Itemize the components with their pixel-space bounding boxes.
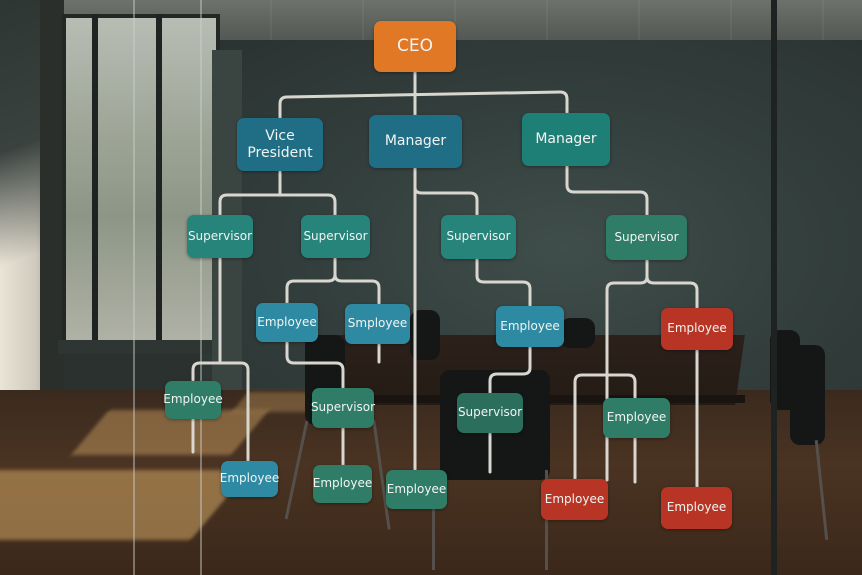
org-node-vice-president: Vice President	[237, 118, 323, 171]
org-node-label: Employee	[386, 481, 447, 496]
org-node-employee: Employee	[541, 479, 608, 520]
org-node-label: Employee	[544, 491, 605, 506]
org-node-label: Supervisor	[303, 228, 368, 243]
org-node-label: Manager	[535, 131, 597, 148]
org-node-supervisor: Supervisor	[187, 215, 253, 258]
org-node-supervisor: Supervisor	[606, 215, 687, 260]
org-node-ceo: CEO	[374, 21, 456, 72]
org-node-supervisor: Supervisor	[310, 388, 376, 428]
window-mullion	[92, 14, 98, 348]
org-node-employee: Smployee	[345, 304, 410, 344]
org-node-manager: Manager	[522, 113, 610, 166]
org-node-label: President	[247, 144, 313, 161]
org-node-supervisor: Supervisor	[441, 215, 516, 259]
org-node-label: Manager	[384, 133, 447, 150]
org-node-label: Supervisor	[446, 229, 511, 244]
org-node-supervisor: Supervisor	[457, 393, 523, 433]
org-node-label: Supervisor	[187, 228, 253, 243]
chair	[790, 345, 825, 445]
org-node-label: Employee	[163, 392, 223, 407]
org-node-label: Employee	[257, 314, 317, 329]
pillar	[40, 0, 64, 440]
glass-door-frame	[771, 0, 777, 575]
org-node-label: Employee	[667, 321, 727, 336]
org-node-label: Supervisor	[614, 229, 679, 244]
org-node-employee: Employee	[163, 381, 223, 419]
org-node-supervisor: Supervisor	[301, 215, 370, 258]
chair	[560, 318, 595, 348]
org-node-employee: Employee	[661, 487, 732, 529]
org-node-employee: Employee	[603, 398, 670, 438]
ceiling-tiles	[180, 0, 862, 40]
org-node-employee: Employee	[313, 465, 372, 503]
org-node-label: Employee	[219, 471, 280, 486]
org-node-manager: Manager	[369, 115, 462, 168]
org-node-label: Employee	[500, 318, 560, 333]
org-node-label: CEO	[397, 35, 433, 56]
org-node-label: Vice	[265, 128, 295, 145]
org-node-employee: Employee	[496, 306, 564, 347]
org-node-label: Employee	[606, 410, 667, 425]
org-node-label: Smployee	[347, 316, 408, 331]
glass-panel-edge	[133, 0, 135, 575]
chair-leg	[545, 470, 548, 570]
glass-panel-edge	[200, 0, 202, 575]
window-mullion	[156, 14, 162, 348]
org-node-employee: Employee	[219, 461, 280, 497]
org-node-label: Employee	[666, 500, 727, 515]
org-node-label: Supervisor	[457, 405, 523, 420]
org-node-employee: Employee	[386, 470, 447, 509]
window-sill	[58, 340, 228, 354]
org-node-employee: Employee	[661, 308, 733, 350]
org-node-label: Supervisor	[310, 400, 376, 415]
chair-leg	[432, 470, 435, 570]
org-node-label: Employee	[312, 476, 373, 491]
org-node-employee: Employee	[256, 303, 318, 342]
